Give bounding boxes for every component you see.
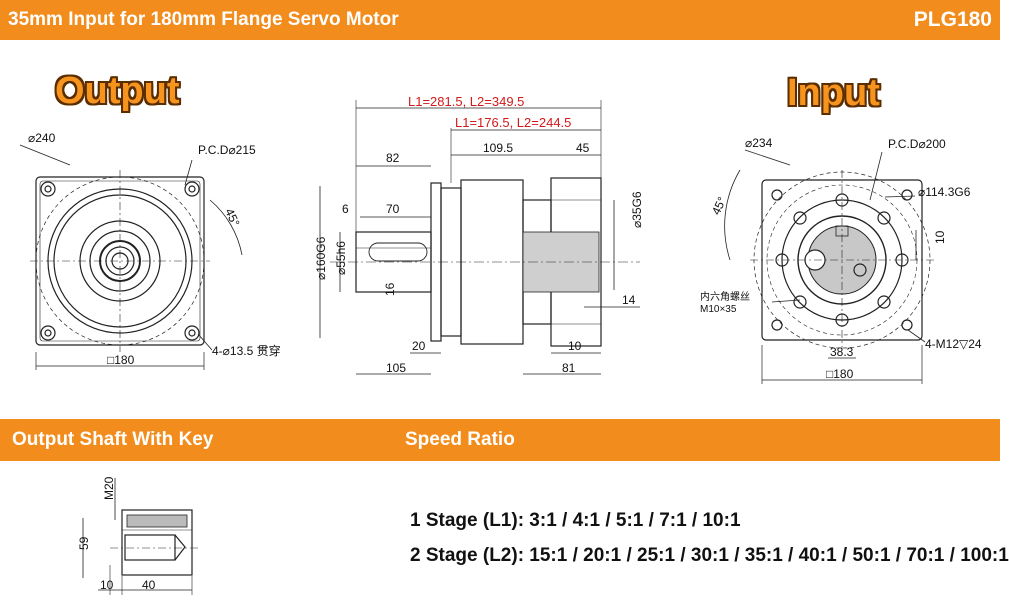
dim-81: 81 (562, 361, 576, 375)
output-flange-view (19, 144, 243, 370)
dim-14: 14 (622, 293, 636, 307)
speed-section-title: Speed Ratio (405, 429, 515, 450)
dim-59: 59 (77, 536, 91, 550)
dim-shaft-10: 10 (100, 578, 114, 592)
dim-105: 105 (386, 361, 406, 375)
dim-dia234: ⌀234 (745, 136, 773, 150)
page-title: 35mm Input for 180mm Flange Servo Motor (8, 9, 399, 30)
side-view (319, 100, 640, 375)
hex-screw-label: 内六角螺丝 (700, 290, 750, 303)
dim-10-input: 10 (933, 230, 947, 244)
dim-m12: 4-M12▽24 (925, 337, 982, 351)
section-bar: Output Shaft With Key Speed Ratio (0, 419, 1000, 461)
dim-body-length: L1=176.5, L2=244.5 (455, 115, 571, 130)
dim-45: 45 (576, 141, 590, 155)
dim-m20: M20 (102, 476, 116, 500)
dim-82: 82 (386, 151, 400, 165)
dim-shaft-40: 40 (142, 578, 156, 592)
input-title: Input (787, 72, 880, 114)
dim-20: 20 (412, 339, 426, 353)
dim-10: 10 (568, 339, 582, 353)
dim-total-length: L1=281.5, L2=349.5 (408, 94, 524, 109)
shaft-detail (82, 478, 200, 595)
dim-square180-input: □180 (826, 367, 854, 381)
dim-pcd215: P.C.D⌀215 (198, 143, 256, 157)
hex-screw-size: M10×35 (700, 304, 737, 315)
dim-16: 16 (383, 282, 397, 296)
header-bar: 35mm Input for 180mm Flange Servo Motor … (0, 0, 1000, 40)
dim-dia35: ⌀35G6 (630, 191, 644, 228)
stage2-ratios: 2 Stage (L2): 15:1 / 20:1 / 25:1 / 30:1 … (410, 545, 1009, 566)
model-code: PLG180 (913, 8, 992, 31)
input-flange-view (724, 149, 935, 384)
stage1-ratios: 1 Stage (L1): 3:1 / 4:1 / 5:1 / 7:1 / 10… (410, 510, 741, 531)
dim-70: 70 (386, 202, 400, 216)
dim-angle45-input: 45° (709, 194, 729, 217)
shaft-section-title: Output Shaft With Key (12, 429, 214, 450)
dim-dia114: ⌀114.3G6 (918, 185, 971, 199)
dim-square180: □180 (107, 353, 135, 367)
dim-6: 6 (342, 202, 349, 216)
dim-109: 109.5 (483, 141, 513, 155)
output-title: Output (55, 70, 180, 112)
dim-holes: 4-⌀13.5 贯穿 (212, 343, 281, 358)
dim-dia55: ⌀55h6 (334, 241, 348, 275)
dim-38: 38.3 (830, 345, 854, 359)
dim-angle45: 45° (222, 206, 242, 229)
dim-dia240: ⌀240 (28, 131, 56, 145)
dim-dia160: ⌀160G6 (314, 236, 328, 280)
dim-pcd200: P.C.D⌀200 (888, 137, 946, 151)
